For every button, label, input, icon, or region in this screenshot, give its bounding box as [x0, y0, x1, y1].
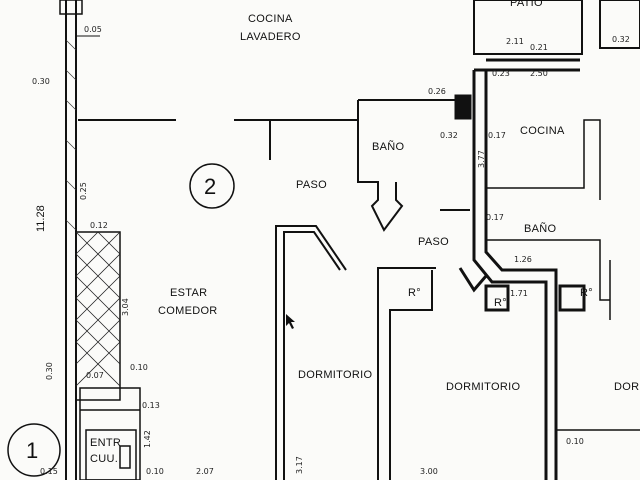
dim-010a: 0.10 — [130, 363, 148, 372]
label-dormitorio-right: DORMITORIO — [446, 381, 520, 393]
dim-317: 3.17 — [295, 456, 304, 474]
dim-025: 0.25 — [79, 182, 88, 200]
label-r-mid: R° — [408, 287, 421, 299]
label-entr: ENTR — [90, 437, 121, 449]
unit-marker-2-text: 2 — [204, 174, 216, 199]
label-estar: ESTAR — [170, 287, 207, 299]
dim-171: 1.71 — [510, 289, 528, 298]
label-dormitorio-edge: DOR — [614, 381, 639, 393]
dim-013: 0.13 — [142, 401, 160, 410]
unit-marker-1: 1 — [7, 423, 61, 477]
dim-250: 2.50 — [530, 69, 548, 78]
dim-021: 0.21 — [530, 43, 548, 52]
label-comedor: COMEDOR — [158, 305, 218, 317]
interior-walls — [78, 99, 470, 480]
left-wall-hatch — [65, 39, 77, 231]
dim-015: 0.15 — [40, 467, 58, 476]
dim-032: 0.32 — [440, 131, 458, 140]
label-cocina-right: COCINA — [520, 125, 565, 137]
label-bano-upper: BAÑO — [372, 140, 405, 153]
left-exterior-wall — [65, 0, 77, 480]
mouse-cursor-icon — [286, 314, 295, 329]
dim-032r: 0.32 — [612, 35, 630, 44]
label-cuu: CUU. — [90, 453, 118, 465]
label-r-left: R° — [494, 297, 507, 309]
dim-010c: 0.10 — [566, 437, 584, 446]
label-paso-right: PASO — [418, 236, 449, 248]
lattice-wall — [75, 231, 121, 401]
dim-207: 2.07 — [196, 467, 214, 476]
dim-012: 0.12 — [90, 221, 108, 230]
unit-marker-2: 2 — [189, 163, 235, 209]
label-dormitorio-left: DORMITORIO — [298, 369, 372, 381]
dim-211: 2.11 — [506, 37, 524, 46]
dim-300: 3.00 — [420, 467, 438, 476]
label-paso-left: PASO — [296, 179, 327, 191]
entrance-area — [79, 387, 141, 480]
label-patio: PATIO — [510, 0, 543, 9]
dim-007: 0.07 — [86, 371, 104, 380]
dim-030b: 0.30 — [45, 362, 54, 380]
dim-017b: 0.17 — [486, 213, 504, 222]
dim-1128: 11.28 — [35, 205, 47, 232]
right-kitchen-walls — [486, 119, 640, 431]
dim-126: 1.26 — [514, 255, 532, 264]
dim-023: 0.23 — [492, 69, 510, 78]
dim-377: 3.77 — [477, 150, 486, 168]
label-bano-lower: BAÑO — [524, 222, 557, 235]
dim-005: 0.05 — [84, 25, 102, 34]
label-r-right: R° — [580, 287, 593, 299]
patio-box — [473, 0, 640, 55]
dim-142: 1.42 — [143, 430, 152, 448]
dim-026: 0.26 — [428, 87, 446, 96]
dim-304: 3.04 — [121, 298, 130, 316]
right-bold-walls — [454, 58, 586, 480]
label-lavadero: LAVADERO — [240, 31, 301, 43]
dim-030: 0.30 — [32, 77, 50, 86]
column-top-left — [59, 0, 83, 15]
label-cocina: COCINA — [248, 13, 293, 25]
dim-010b: 0.10 — [146, 467, 164, 476]
dim-017a: 0.17 — [488, 131, 506, 140]
unit-marker-1-text: 1 — [26, 438, 38, 463]
